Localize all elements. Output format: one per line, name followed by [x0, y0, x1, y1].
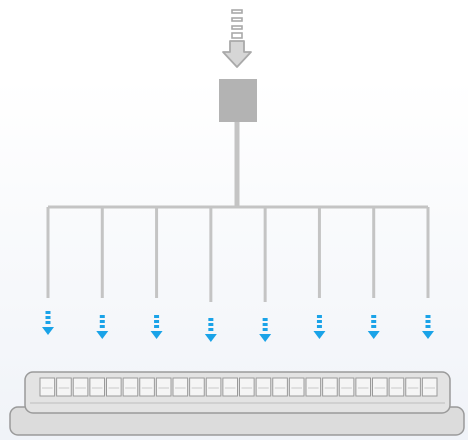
- outlet-arrows: [42, 311, 434, 342]
- dashed-down-arrow-icon: [367, 315, 380, 339]
- plate-well-21: [372, 377, 388, 397]
- outlet-arrow-head: [42, 327, 54, 335]
- outlet-dash: [425, 315, 431, 318]
- dashed-down-arrow-icon: [96, 315, 109, 339]
- outlet-dash: [316, 325, 322, 328]
- plate-well-15: [272, 377, 288, 397]
- hub-block: [219, 79, 257, 122]
- outlet-dash: [45, 311, 51, 314]
- outlet-dash: [371, 320, 377, 323]
- plate-well-24: [421, 377, 438, 397]
- outlet-arrow-head: [259, 334, 272, 342]
- plate-well-16: [288, 377, 305, 397]
- outlet-dash: [45, 321, 51, 324]
- outlet-arrow-head: [367, 331, 380, 339]
- plate-well-18: [322, 377, 338, 397]
- plate-well-17: [305, 377, 322, 397]
- plate-well-7: [139, 377, 155, 397]
- dashed-down-arrow-icon: [259, 318, 272, 342]
- plate-well-19: [338, 377, 355, 397]
- plate-well-13: [239, 377, 255, 397]
- plate-well-23: [405, 377, 421, 397]
- plate-well-3: [72, 377, 89, 397]
- plate-well-8: [155, 377, 172, 397]
- outlet-dash: [371, 325, 377, 328]
- input-arrow-dash-3: [231, 25, 243, 30]
- dashed-down-arrow-icon: [222, 9, 252, 68]
- plate-well-12: [222, 377, 238, 397]
- plate-well-11: [205, 377, 222, 397]
- outlet-arrow-head: [150, 331, 163, 339]
- plate-well-9: [172, 377, 189, 397]
- outlet-arrow-head: [422, 331, 434, 339]
- outlet-dash: [262, 318, 268, 321]
- outlet-arrow-head: [96, 331, 109, 339]
- outlet-arrow-head: [313, 331, 326, 339]
- plate-well-6: [122, 377, 139, 397]
- outlet-arrow-head: [204, 334, 217, 342]
- plate-well-20: [355, 377, 371, 397]
- outlet-dash: [262, 323, 268, 326]
- plate-well-4: [89, 377, 105, 397]
- dashed-down-arrow-icon: [422, 315, 434, 339]
- outlet-dash: [99, 320, 105, 323]
- plate-well-5: [106, 377, 122, 397]
- input-arrow-dash-1: [231, 9, 243, 14]
- dashed-down-arrow-icon: [42, 311, 54, 335]
- multiwell-plate: [9, 371, 465, 436]
- outlet-dash: [208, 323, 214, 326]
- dashed-down-arrow-icon: [204, 318, 217, 342]
- input-arrow-dash-2: [231, 17, 243, 22]
- outlet-dash: [262, 328, 268, 331]
- outlet-dash: [45, 316, 51, 319]
- outlet-dash: [154, 325, 160, 328]
- input-arrow: [222, 9, 252, 68]
- manifold-pipes: [46, 122, 430, 302]
- input-arrow-dash-4: [231, 32, 243, 39]
- plate-well-22: [388, 377, 405, 397]
- plate-well-1: [39, 377, 56, 397]
- outlet-dash: [316, 320, 322, 323]
- square-block-icon: [219, 79, 257, 122]
- plate-well-2: [56, 377, 72, 397]
- input-arrow-head: [222, 40, 252, 68]
- outlet-dash: [208, 318, 214, 321]
- outlet-dash: [154, 320, 160, 323]
- outlet-dash: [425, 320, 431, 323]
- outlet-dash: [371, 315, 377, 318]
- dashed-down-arrow-icon: [150, 315, 163, 339]
- dashed-down-arrow-icon: [313, 315, 326, 339]
- plate-well-10: [189, 377, 205, 397]
- outlet-dash: [99, 315, 105, 318]
- outlet-dash: [208, 328, 214, 331]
- outlet-dash: [154, 315, 160, 318]
- outlet-dash: [99, 325, 105, 328]
- outlet-dash: [316, 315, 322, 318]
- outlet-dash: [425, 325, 431, 328]
- plate-well-14: [255, 377, 272, 397]
